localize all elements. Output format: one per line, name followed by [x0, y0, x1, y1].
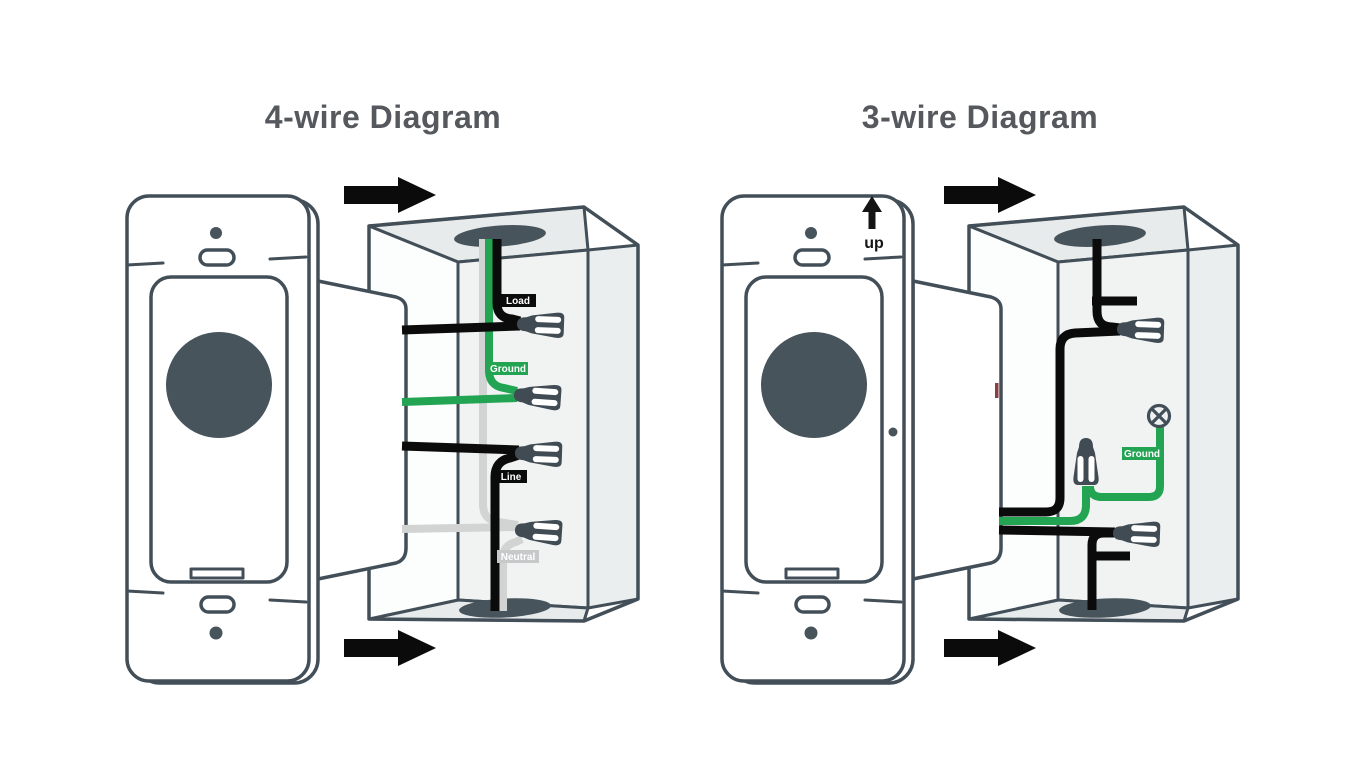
wire-labels: Load Ground Line Neutral [488, 294, 539, 563]
load-wire-from-switch [999, 326, 1121, 517]
load-label: Load [506, 296, 530, 307]
up-arrow-icon [862, 196, 882, 229]
neutral-wire-from-switch [401, 523, 519, 533]
ground-wires [999, 424, 1164, 525]
ground-wire-from-switch [999, 486, 1090, 525]
diagram-title: 4-wire Diagram [265, 99, 501, 135]
line-wire-from-switch [401, 441, 520, 455]
neutral-label-bg [497, 550, 539, 563]
line-label-bg [496, 470, 527, 483]
switch-red-mark [995, 383, 999, 398]
black-wires [998, 239, 1137, 610]
neutral-label: Neutral [501, 552, 536, 563]
right-arrow-icon [344, 177, 436, 213]
smart-switch-right [720, 194, 1003, 685]
right-arrow-icon [944, 177, 1036, 213]
ground-label: Ground [490, 364, 526, 375]
black-wires [401, 239, 522, 611]
line-wire-from-bottom [490, 450, 521, 611]
load-label-bg [500, 294, 536, 307]
ground-wire-to-screw [1086, 424, 1164, 501]
ground-label: Ground [1124, 449, 1160, 460]
ground-label-bg [488, 362, 528, 375]
ground-screw-icon [1146, 403, 1172, 429]
line-label: Line [501, 472, 522, 483]
load-wire-from-top [492, 239, 522, 326]
smart-switch-right-wrap [720, 194, 1003, 685]
right-arrow-icon [944, 630, 1036, 666]
smart-switch-left [125, 194, 408, 685]
diagram-3-wire: 3-wire Diagram up [720, 99, 1240, 685]
ground-label-bg [1122, 447, 1162, 460]
load-wire-from-switch [401, 321, 521, 335]
ground-wire-from-switch [401, 394, 518, 406]
line-wire-from-bottom [1087, 528, 1114, 610]
diagram-title: 3-wire Diagram [862, 99, 1098, 135]
wire-labels: Ground [1122, 447, 1162, 460]
switch-side-dot [888, 427, 898, 437]
right-arrow-icon [344, 630, 436, 666]
diagram-4-wire: 4-wire Diagram Load [125, 99, 640, 685]
up-label: up [864, 235, 884, 252]
